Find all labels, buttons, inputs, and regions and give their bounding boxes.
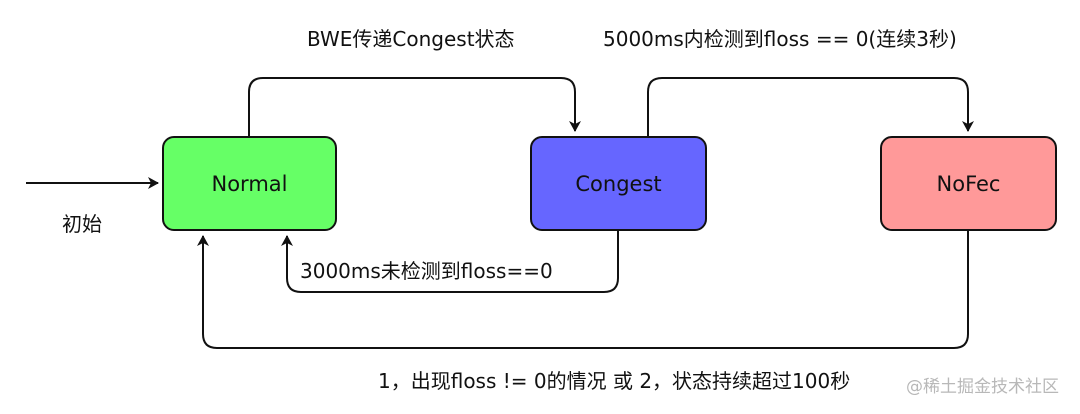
- label-congest-to-nofec: 5000ms内检测到floss == 0(连续3秒): [603, 27, 957, 51]
- state-nofec-label: NoFec: [936, 171, 1001, 196]
- state-congest: Congest: [530, 136, 707, 231]
- label-congest-to-normal: 3000ms未检测到floss==0: [300, 259, 553, 283]
- label-nofec-to-normal: 1，出现floss != 0的情况 或 2，状态持续超过100秒: [378, 369, 851, 393]
- state-nofec: NoFec: [880, 136, 1057, 231]
- arrow-normal-to-congest: [248, 77, 581, 136]
- arrow-congest-to-normal: [281, 231, 619, 293]
- state-normal: Normal: [162, 136, 337, 231]
- state-normal-label: Normal: [211, 171, 288, 196]
- label-normal-to-congest: BWE传递Congest状态: [307, 27, 515, 51]
- watermark: @稀土掘金技术社区: [906, 377, 1059, 397]
- state-congest-label: Congest: [575, 171, 662, 196]
- arrow-nofec-to-normal: [197, 231, 969, 349]
- label-initial: 初始: [62, 212, 102, 236]
- arrow-congest-to-nofec: [647, 77, 974, 136]
